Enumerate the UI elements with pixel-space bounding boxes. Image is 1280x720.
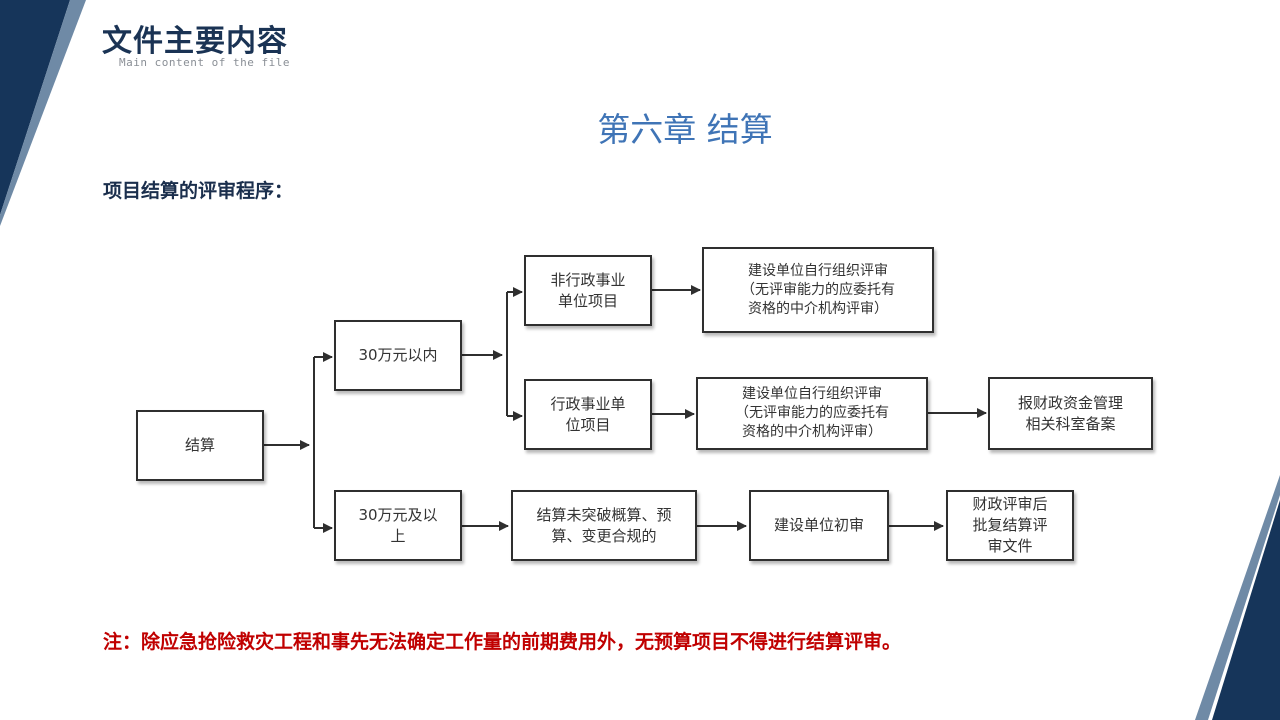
flow-box-under-30: 30万元以内	[334, 320, 462, 391]
chapter-title: 第六章 结算	[597, 110, 773, 149]
flow-box-compliant: 结算未突破概算、预 算、变更合规的	[511, 490, 697, 561]
flow-box-non-admin-review: 建设单位自行组织评审 （无评审能力的应委托有 资格的中介机构评审）	[702, 247, 934, 333]
bottom-right-stripe-dark	[1212, 500, 1280, 720]
flow-box-root: 结算	[136, 410, 264, 481]
top-left-stripe-light	[0, 0, 86, 226]
flow-box-finance-approval: 财政评审后 批复结算评 审文件	[946, 490, 1074, 561]
flow-box-admin-filing: 报财政资金管理 相关科室备案	[988, 377, 1153, 450]
flow-box-initial-review: 建设单位初审	[749, 490, 889, 561]
bottom-right-stripe-light	[1195, 475, 1280, 720]
header-title: 文件主要内容	[102, 24, 288, 59]
flow-box-non-admin-unit: 非行政事业 单位项目	[524, 255, 652, 326]
flow-box-admin-unit: 行政事业单 位项目	[524, 379, 652, 450]
flow-box-30-above: 30万元及以 上	[334, 490, 462, 561]
flow-box-admin-review: 建设单位自行组织评审 （无评审能力的应委托有 资格的中介机构评审）	[696, 377, 928, 450]
header-subtitle: Main content of the file	[119, 56, 290, 69]
section-label: 项目结算的评审程序：	[103, 180, 294, 202]
footnote: 注：除应急抢险救灾工程和事先无法确定工作量的前期费用外，无预算项目不得进行结算评…	[103, 631, 902, 653]
